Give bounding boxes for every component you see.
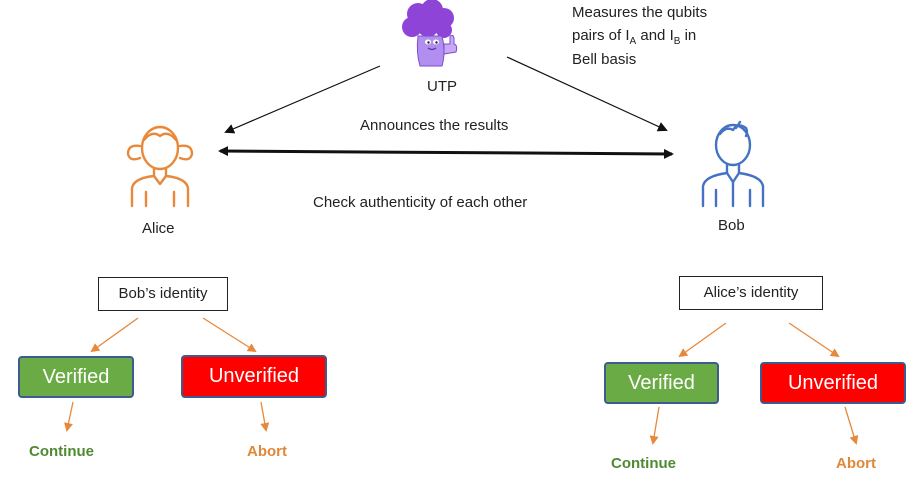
measure-note-line2-pre: pairs of I [572,27,630,44]
alice-identity-to-unverified-arrow [202,317,257,353]
bob-unverified-to-abort-arrow [844,406,859,445]
alice-unverified-box: Unverified [181,355,327,398]
measure-note-line1: Measures the qubits [572,4,708,21]
alice-continue-label: Continue [29,443,94,460]
bob-abort-label: Abort [836,455,876,472]
utp-mascot-icon [402,0,458,67]
bob-verified-box: Verified [604,362,719,404]
alice-verified-label: Verified [42,366,110,388]
measure-note-sub-b: B [673,36,681,47]
bob-unverified-box: Unverified [760,362,906,404]
alice-unverified-to-abort-arrow [260,401,270,432]
bob-identity-to-verified-arrow [678,322,727,358]
check-authenticity-label: Check authenticity of each other [313,194,528,211]
announce-label: Announces the results [360,117,509,134]
bob-unverified-label: Unverified [787,372,879,394]
alice-identity-check-box: Bob’s identity [98,277,228,311]
bob-identity-check-label: Alice’s identity [703,284,799,301]
utp-to-bob-arrow [506,56,668,132]
bob-identity-to-unverified-arrow [788,322,840,358]
bob-verified-label: Verified [628,372,695,394]
alice-verified-box: Verified [18,356,134,398]
alice-unverified-label: Unverified [208,365,300,387]
bob-person-icon [701,120,765,208]
measure-note-sub-a: A [629,36,637,47]
measure-note-in: in [680,27,697,44]
alice-verified-to-continue-arrow [64,401,74,432]
alice-person-icon [126,125,194,208]
utp-to-alice-arrow [224,65,381,134]
bob-label: Bob [718,217,745,234]
measure-note-line3: Bell basis [572,51,637,68]
alice-identity-check-label: Bob’s identity [118,285,208,302]
alice-identity-to-verified-arrow [90,317,139,353]
utp-label: UTP [427,78,457,95]
bob-verified-to-continue-arrow [649,406,660,445]
alice-bob-double-arrow [218,146,674,159]
alice-abort-label: Abort [247,443,287,460]
alice-label: Alice [142,220,175,237]
measure-note-and: and I [636,27,674,44]
measure-note-line2: pairs of IA and IB in [572,27,696,47]
bob-continue-label: Continue [611,455,676,472]
bob-identity-check-box: Alice’s identity [679,276,823,310]
